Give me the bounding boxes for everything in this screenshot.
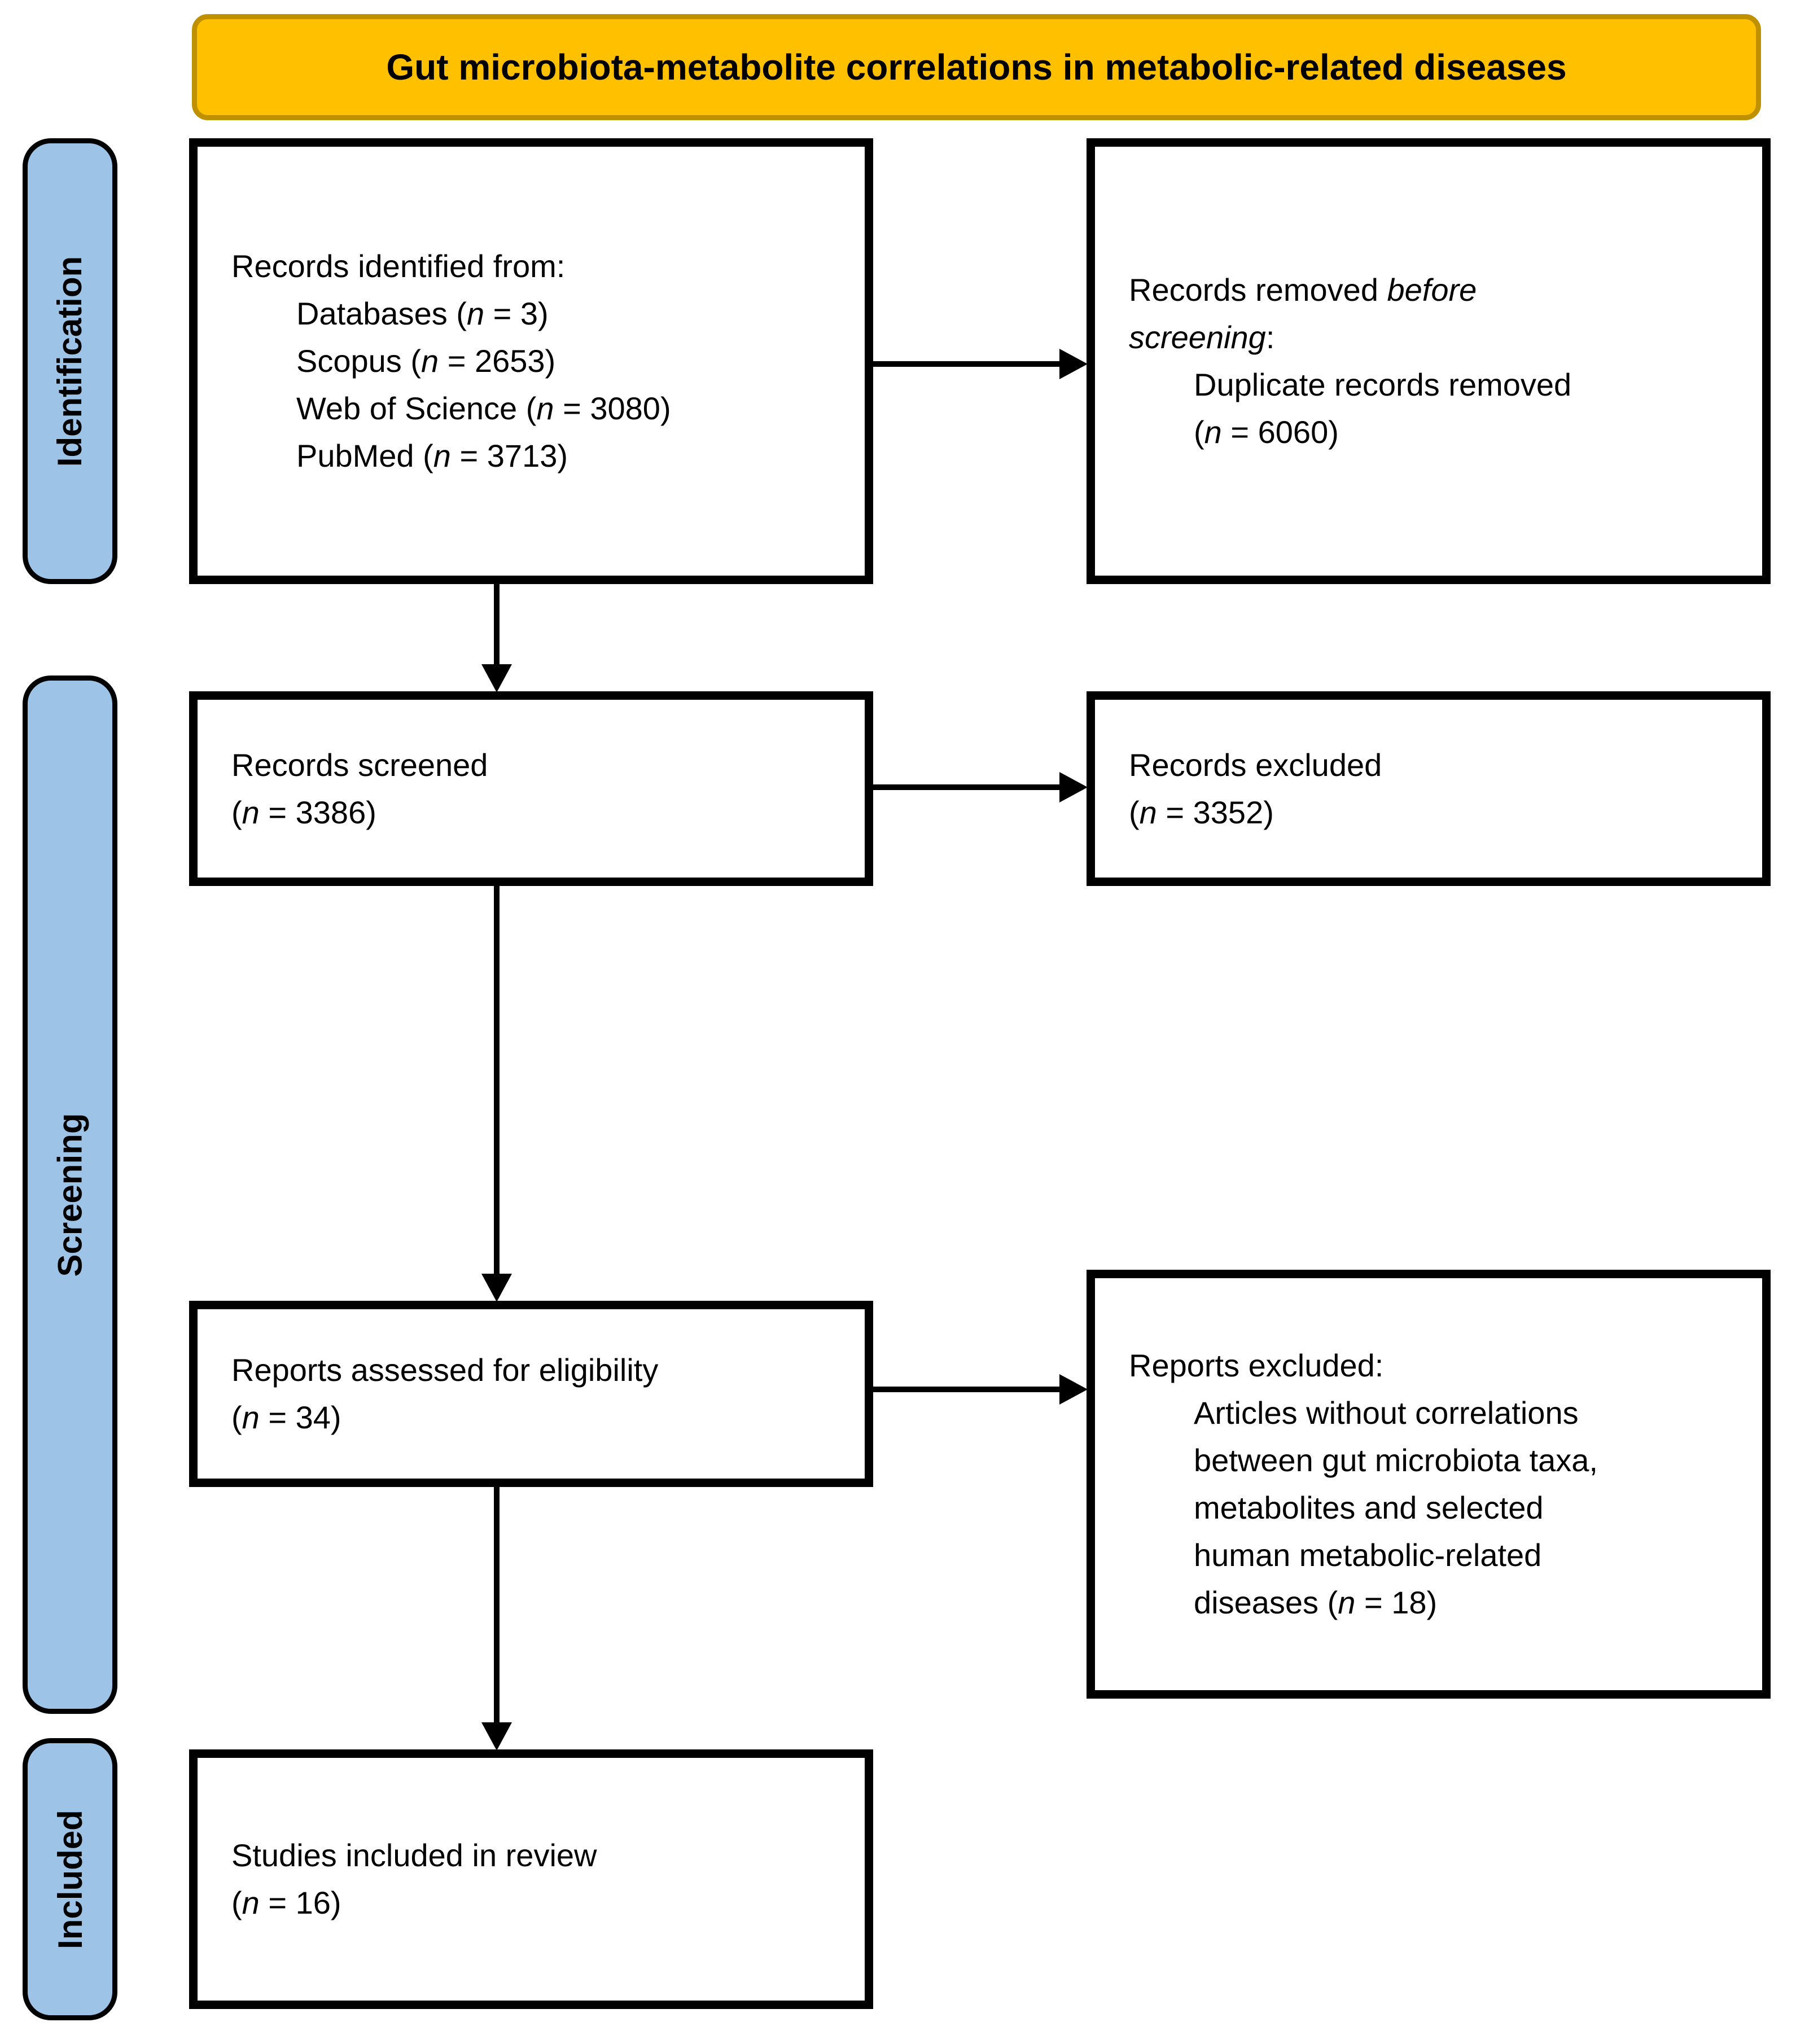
arrow-line-identified-to-screened	[494, 584, 500, 668]
box-studies-included: Studies included in review(n = 16)	[189, 1749, 873, 2009]
stage-label-included-text: Included	[51, 1809, 89, 1949]
arrowhead-down-icon	[481, 1274, 512, 1302]
arrowhead-right-icon	[1059, 349, 1088, 379]
title-banner: Gut microbiota-metabolite correlations i…	[192, 14, 1761, 120]
box-records-identified-text: Records identified from:Databases (n = 3…	[231, 248, 671, 473]
arrow-line-assessed-to-studies-included	[494, 1487, 500, 1723]
box-records-excluded: Records excluded(n = 3352)	[1087, 691, 1771, 886]
diagram-title: Gut microbiota-metabolite correlations i…	[386, 47, 1567, 87]
stage-label-identification: Identification	[23, 138, 117, 584]
box-records-screened-text: Records screened(n = 3386)	[231, 747, 488, 830]
arrowhead-right-icon	[1059, 772, 1088, 802]
arrowhead-right-icon	[1059, 1374, 1088, 1405]
box-reports-assessed-text: Reports assessed for eligibility(n = 34)	[231, 1352, 659, 1435]
box-studies-included-text: Studies included in review(n = 16)	[231, 1837, 597, 1920]
box-records-identified: Records identified from:Databases (n = 3…	[189, 138, 873, 584]
arrow-line-screened-to-assessed	[494, 886, 500, 1275]
arrow-line-assessed-to-reports-excluded	[873, 1387, 1063, 1392]
box-reports-assessed: Reports assessed for eligibility(n = 34)	[189, 1301, 873, 1487]
box-reports-excluded: Reports excluded:Articles without correl…	[1087, 1270, 1771, 1699]
stage-label-included: Included	[23, 1738, 117, 2020]
arrow-line-identified-to-removed	[873, 361, 1063, 367]
box-records-excluded-text: Records excluded(n = 3352)	[1129, 747, 1382, 830]
box-records-screened: Records screened(n = 3386)	[189, 691, 873, 886]
arrow-line-screened-to-excluded	[873, 784, 1063, 790]
stage-label-identification-text: Identification	[51, 256, 89, 467]
box-reports-excluded-text: Reports excluded:Articles without correl…	[1129, 1348, 1598, 1620]
arrowhead-down-icon	[481, 664, 512, 692]
arrowhead-down-icon	[481, 1722, 512, 1751]
stage-label-screening-text: Screening	[51, 1112, 89, 1277]
stage-label-screening: Screening	[23, 676, 117, 1714]
